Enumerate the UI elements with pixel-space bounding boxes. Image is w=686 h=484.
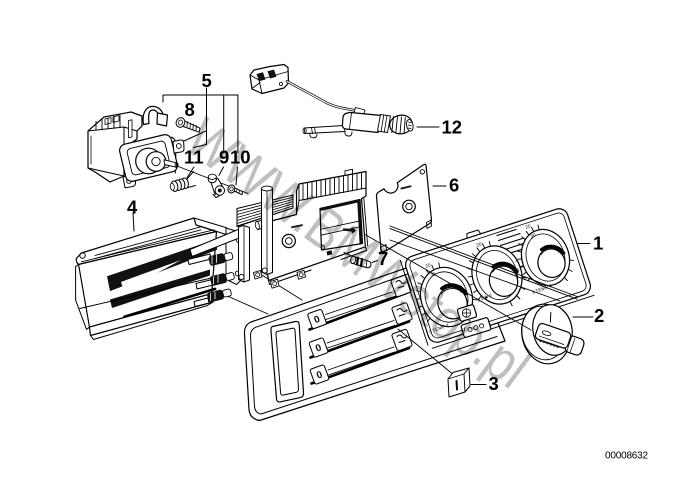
svg-text:10: 10 (230, 147, 251, 168)
svg-text:2: 2 (594, 305, 604, 326)
svg-text:3: 3 (489, 373, 499, 394)
svg-text:20: 20 (476, 241, 483, 249)
svg-text:20: 20 (425, 262, 432, 270)
svg-text:0 ll ✱ ll: 0 ll ✱ ll (477, 293, 493, 304)
svg-text:9: 9 (219, 147, 229, 168)
svg-text:7: 7 (378, 248, 388, 269)
svg-text:3: 3 (516, 267, 521, 274)
svg-text:6: 6 (449, 175, 459, 196)
svg-text:1: 1 (593, 233, 603, 254)
svg-text:20: 20 (525, 223, 532, 231)
svg-text:0: 0 (314, 342, 323, 354)
svg-text:30: 30 (530, 232, 537, 240)
svg-text:11: 11 (184, 147, 204, 168)
svg-text:4: 4 (127, 197, 138, 218)
svg-text:12: 12 (442, 117, 463, 138)
svg-text:0: 0 (315, 369, 324, 381)
svg-text:5: 5 (202, 70, 212, 91)
svg-text:4: 4 (515, 258, 520, 265)
svg-text:30: 30 (430, 271, 437, 279)
svg-text:0: 0 (313, 314, 322, 326)
svg-text:8: 8 (185, 99, 195, 120)
svg-text:00008632: 00008632 (605, 451, 649, 462)
